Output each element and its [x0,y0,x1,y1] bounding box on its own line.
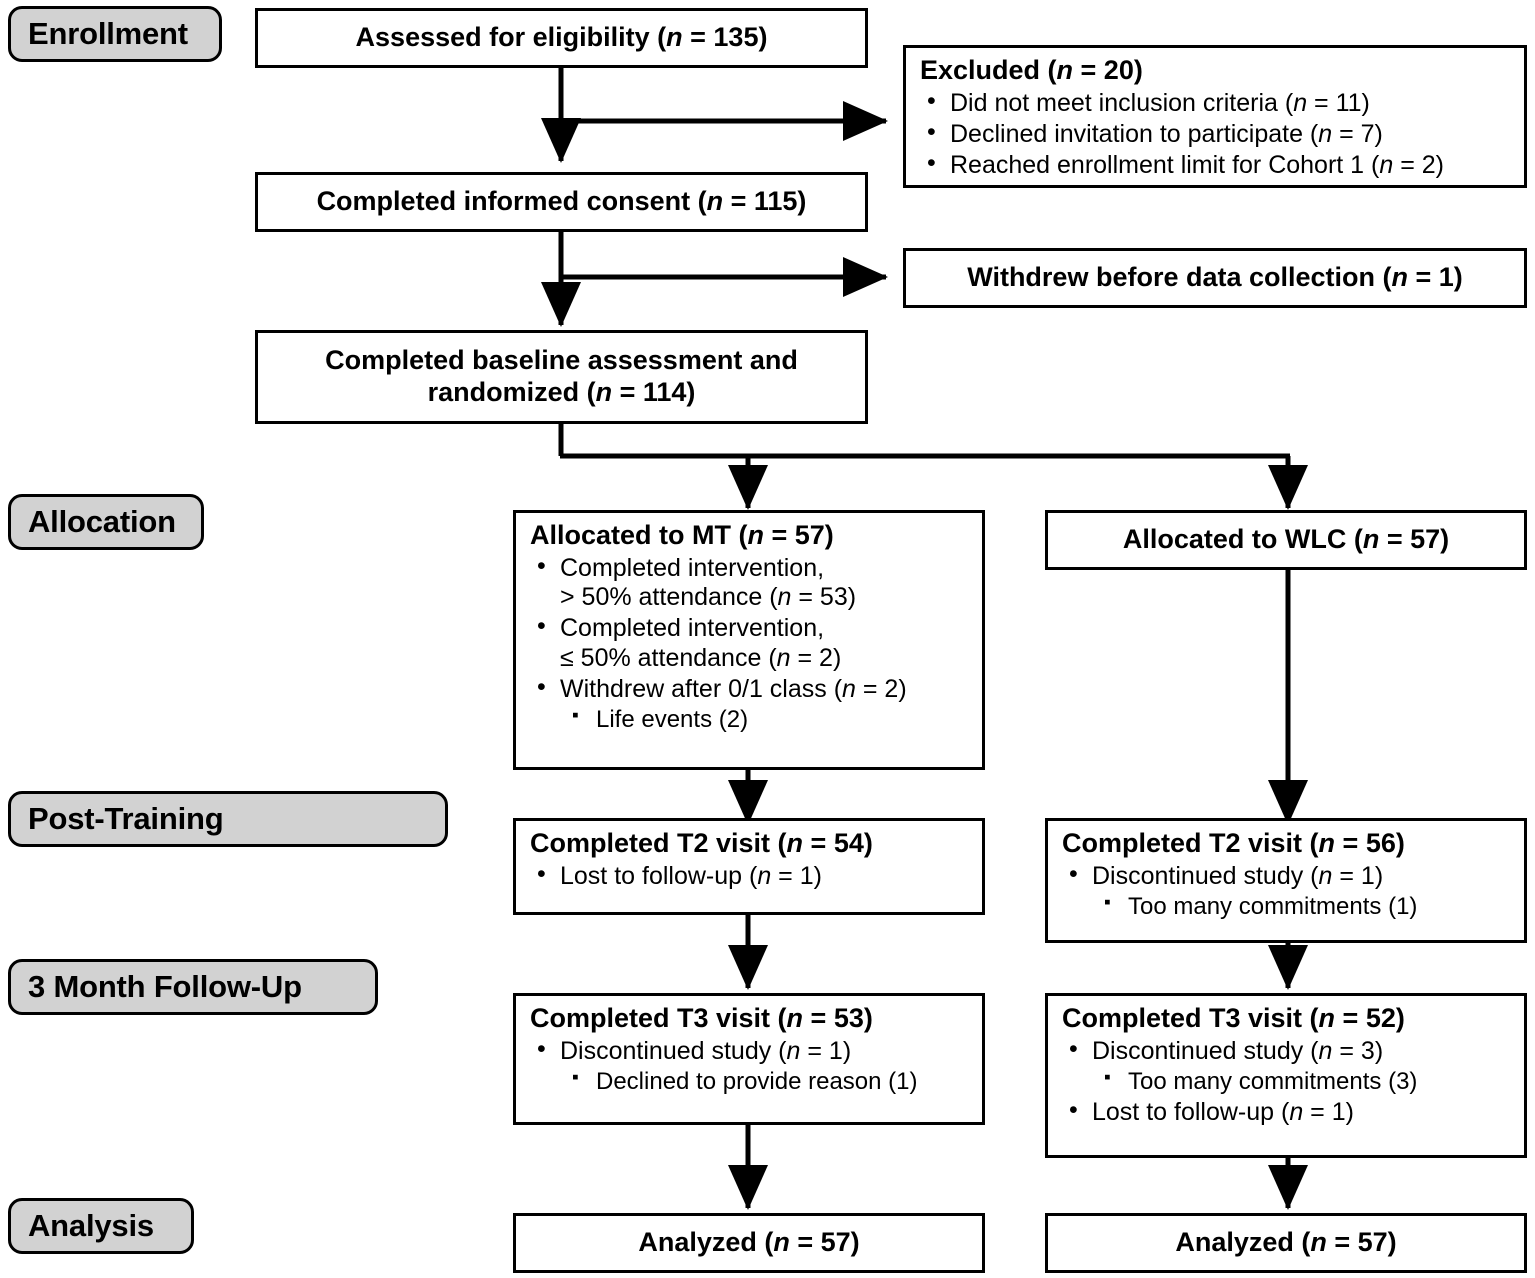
node-t2-wlc-title: Completed T2 visit (n = 56) [1062,828,1405,858]
node-allocated-to-mt: Allocated to MT (n = 57) Completed inter… [513,510,985,770]
list-item: Declined invitation to participate (n = … [920,118,1512,149]
list-item: Withdrew after 0/1 class (n = 2) [530,673,970,704]
node-excluded: Excluded (n = 20) Did not meet inclusion… [903,45,1527,188]
node-analyzed-wlc-title: Analyzed (n = 57) [1175,1227,1397,1258]
node-assessed-for-eligibility: Assessed for eligibility (n = 135) [255,8,868,68]
list-item: Lost to follow-up (n = 1) [1062,1096,1512,1127]
list-item-sub: Life events (2) [530,705,970,734]
list-item-sub: Too many commitments (3) [1062,1067,1512,1096]
node-analyzed-mt: Analyzed (n = 57) [513,1213,985,1273]
node-t2-mt-bullets: Lost to follow-up (n = 1) [530,860,970,891]
list-item: Completed intervention, > 50% attendance… [530,552,970,613]
list-item: Lost to follow-up (n = 1) [530,860,970,891]
node-t2-mt: Completed T2 visit (n = 54) Lost to foll… [513,818,985,915]
node-baseline-randomized: Completed baseline assessment and random… [255,330,868,424]
list-item: Discontinued study (n = 3) [1062,1035,1512,1066]
stage-label-enrollment-text: Enrollment [28,16,188,51]
node-alloc-mt-title: Allocated to MT (n = 57) [530,520,834,550]
list-item: Completed intervention, ≤ 50% attendance… [530,612,970,673]
node-excluded-title: Excluded (n = 20) [920,55,1143,85]
node-t2-mt-title: Completed T2 visit (n = 54) [530,828,873,858]
stage-label-post-training-text: Post-Training [28,801,224,836]
stage-label-allocation: Allocation [8,494,204,550]
node-t3-mt-bullets: Discontinued study (n = 1) Declined to p… [530,1035,970,1096]
list-item: Discontinued study (n = 1) [530,1035,970,1066]
node-consent-title: Completed informed consent (n = 115) [316,186,807,217]
node-assessed-title: Assessed for eligibility (n = 135) [355,22,768,53]
node-t3-mt-title: Completed T3 visit (n = 53) [530,1003,873,1033]
node-completed-informed-consent: Completed informed consent (n = 115) [255,172,868,232]
node-withdrew-before-title: Withdrew before data collection (n = 1) [967,262,1463,293]
stage-label-follow-up-text: 3 Month Follow-Up [28,969,302,1004]
node-baseline-title: Completed baseline assessment and random… [325,345,798,407]
stage-label-analysis-text: Analysis [28,1208,154,1243]
list-item: Reached enrollment limit for Cohort 1 (n… [920,149,1512,180]
node-allocated-to-wlc: Allocated to WLC (n = 57) [1045,510,1527,570]
list-item: Discontinued study (n = 1) [1062,860,1512,891]
node-alloc-wlc-title: Allocated to WLC (n = 57) [1122,524,1450,555]
list-item: Did not meet inclusion criteria (n = 11) [920,87,1512,118]
stage-label-post-training: Post-Training [8,791,448,847]
list-item-sub: Declined to provide reason (1) [530,1067,970,1096]
list-item-sub: Too many commitments (1) [1062,892,1512,921]
stage-label-analysis: Analysis [8,1198,194,1254]
node-t2-wlc-bullets: Discontinued study (n = 1) Too many comm… [1062,860,1512,921]
node-t3-wlc-title: Completed T3 visit (n = 52) [1062,1003,1405,1033]
node-analyzed-mt-title: Analyzed (n = 57) [638,1227,860,1258]
node-t3-wlc-bullets: Discontinued study (n = 3) Too many comm… [1062,1035,1512,1128]
node-alloc-mt-bullets: Completed intervention, > 50% attendance… [530,552,970,734]
node-t3-mt: Completed T3 visit (n = 53) Discontinued… [513,993,985,1125]
stage-label-follow-up: 3 Month Follow-Up [8,959,378,1015]
node-withdrew-before-data-collection: Withdrew before data collection (n = 1) [903,248,1527,308]
node-excluded-bullets: Did not meet inclusion criteria (n = 11)… [920,87,1512,181]
node-t2-wlc: Completed T2 visit (n = 56) Discontinued… [1045,818,1527,943]
node-analyzed-wlc: Analyzed (n = 57) [1045,1213,1527,1273]
node-t3-wlc: Completed T3 visit (n = 52) Discontinued… [1045,993,1527,1158]
stage-label-enrollment: Enrollment [8,6,222,62]
stage-label-allocation-text: Allocation [28,504,176,539]
